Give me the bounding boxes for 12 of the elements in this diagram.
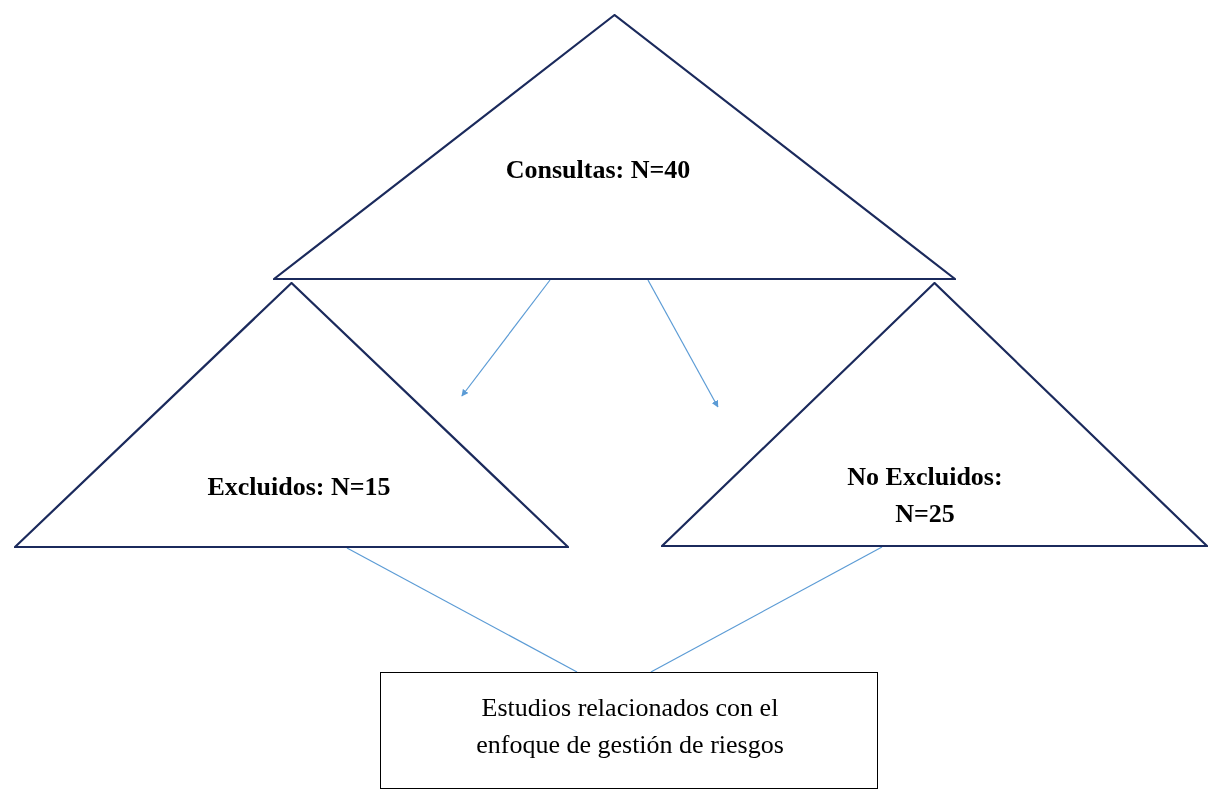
triangle-label: Consultas: N=40 [504,154,692,186]
connector-line [650,546,883,673]
triangle-shape [273,14,956,280]
triangle-label: No Excluidos: N=25 [846,461,1004,530]
box-text: Estudios relacionados con el enfoque de gestión de riesgos [475,692,785,761]
arrow [461,279,551,397]
text-box [380,672,878,789]
arrow [647,279,719,408]
connector-line [346,547,578,673]
triangle-shape [661,282,1208,547]
triangle-label: Excluidos: N=15 [206,471,392,503]
triangle-shape [14,282,569,548]
